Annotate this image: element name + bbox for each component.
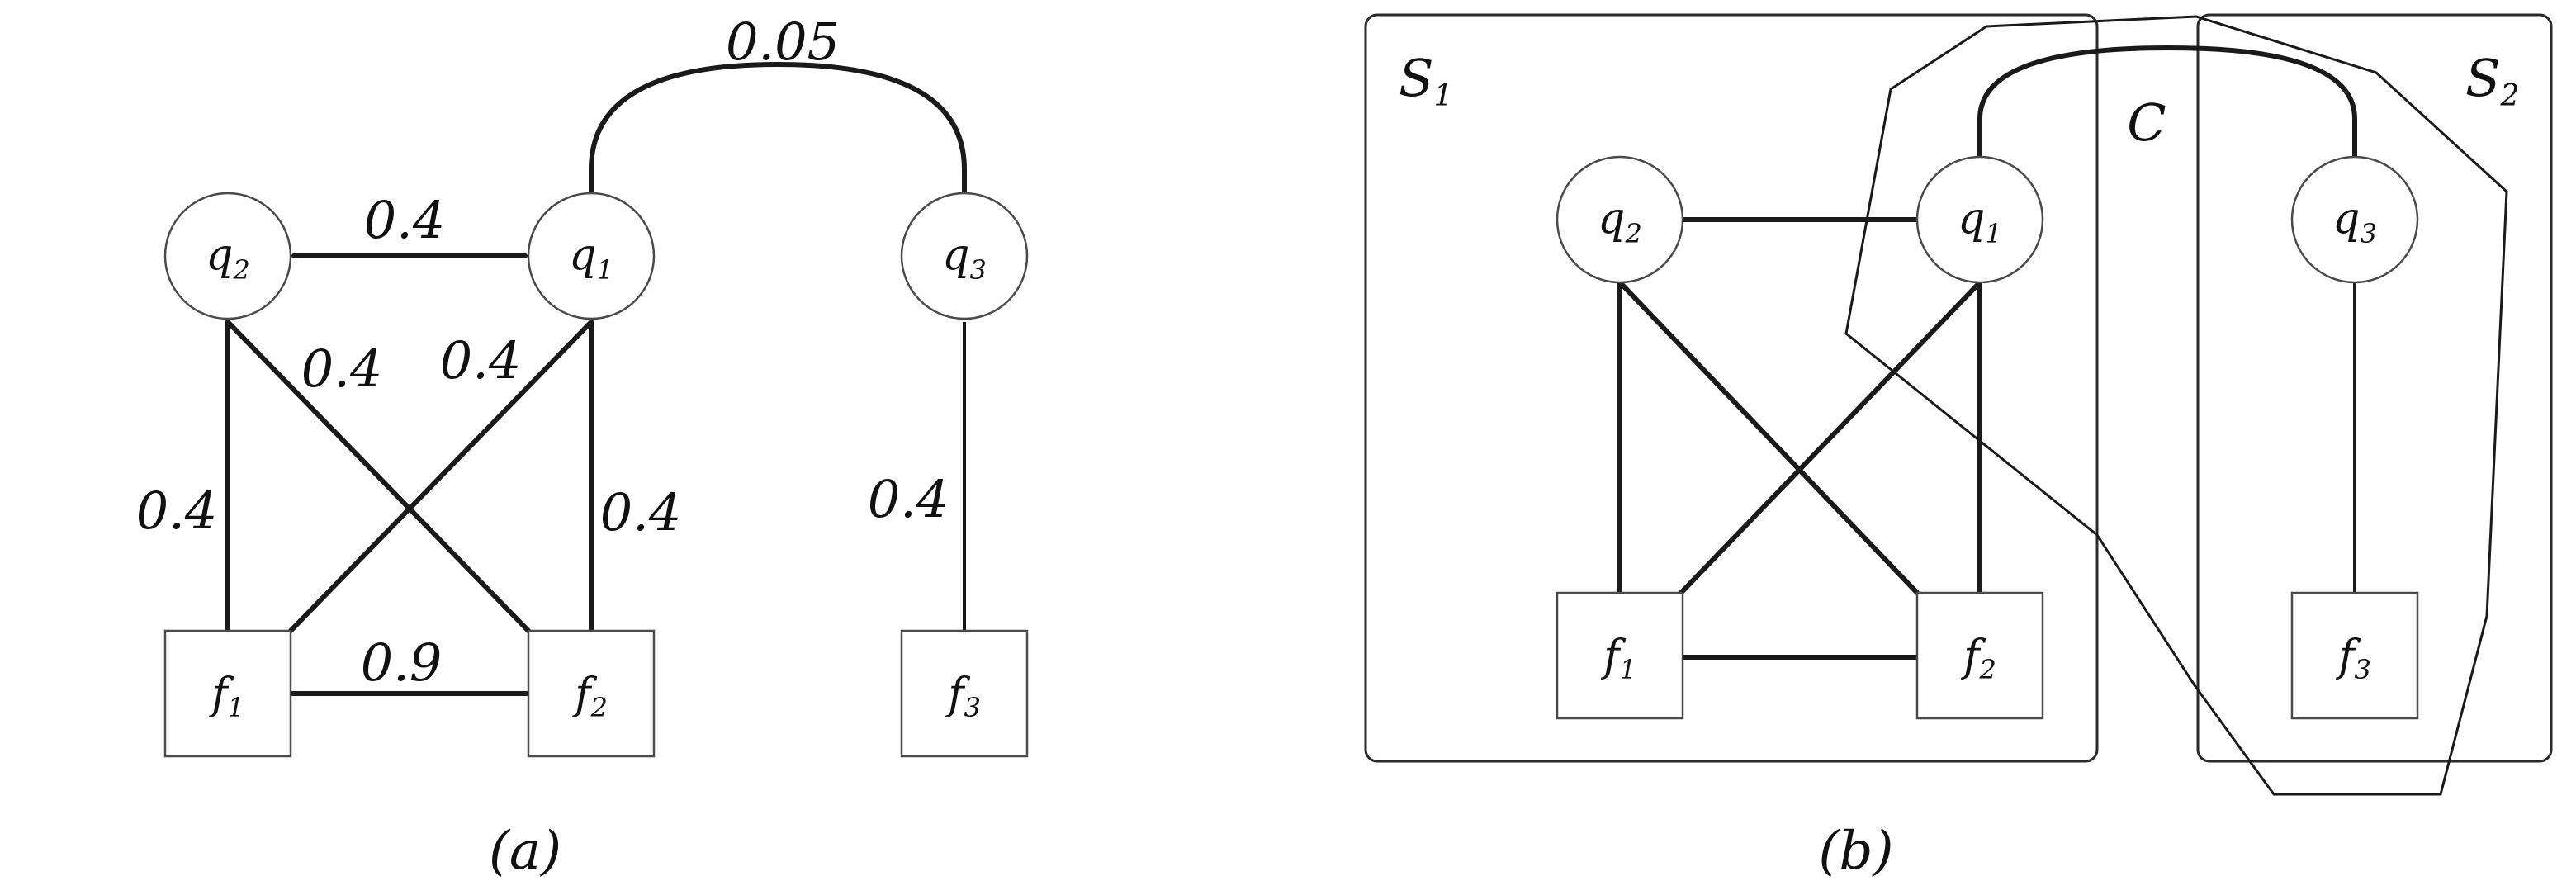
svg-text:q3: q3 xyxy=(942,230,987,286)
weight-a-q3-f3: 0.4 xyxy=(868,469,949,529)
weight-a-q2-f2: 0.4 xyxy=(301,339,383,399)
edge-b-q1-f1 xyxy=(1679,280,1982,595)
weight-a-f1-f2: 0.9 xyxy=(361,632,443,693)
node-b-q3: q3 xyxy=(2290,155,2419,284)
set-c-outline xyxy=(1844,15,2508,796)
weight-a-q1-f1: 0.4 xyxy=(440,330,522,391)
svg-text:q1: q1 xyxy=(569,230,613,286)
node-b-f3: f3 xyxy=(2290,591,2419,720)
weight-a-q1-q3: 0.05 xyxy=(726,12,840,72)
set-s1-box xyxy=(1364,13,2099,763)
edge-a-q2-f2 xyxy=(225,320,531,633)
node-b-q1: q1 xyxy=(1915,155,2044,284)
svg-text:q2: q2 xyxy=(1598,194,1642,249)
node-b-f2: f2 xyxy=(1915,591,2044,720)
set-s1-label: S1 xyxy=(1399,48,1452,113)
edge-b-q1-q3 xyxy=(1977,45,2357,163)
node-a-f3: f3 xyxy=(900,629,1029,758)
set-c-label: C xyxy=(2127,92,2166,153)
node-a-f1: f1 xyxy=(163,629,292,758)
svg-text:q1: q1 xyxy=(1958,194,2002,249)
edge-a-q1-q3 xyxy=(589,61,967,199)
node-b-q2: q2 xyxy=(1556,155,1684,284)
edge-a-q1-f1 xyxy=(288,320,594,633)
set-s2-box xyxy=(2196,13,2553,763)
panel-b-caption: (b) xyxy=(1819,821,1894,882)
svg-text:q3: q3 xyxy=(2332,194,2377,249)
node-a-f2: f2 xyxy=(527,629,656,758)
weight-a-q1-f2: 0.4 xyxy=(600,482,682,542)
panel-b: q2 q1 q3 f1 f2 f3 S1 S2 C (b) xyxy=(1364,13,2553,882)
weight-a-q2-f1: 0.4 xyxy=(136,481,218,541)
svg-text:q2: q2 xyxy=(206,230,250,286)
weight-a-q2-q1: 0.4 xyxy=(364,190,446,250)
node-b-f1: f1 xyxy=(1556,591,1684,720)
node-a-q3: q3 xyxy=(900,192,1029,320)
node-a-q1: q1 xyxy=(527,192,656,320)
panel-a-caption: (a) xyxy=(489,821,561,882)
panel-a: q2 q1 q3 f1 f2 f3 0.05 0.4 0.4 0.4 0.4 0… xyxy=(136,12,1029,882)
edge-b-q2-f2 xyxy=(1617,280,1920,595)
node-a-q2: q2 xyxy=(163,192,292,320)
set-s2-label: S2 xyxy=(2465,48,2519,113)
